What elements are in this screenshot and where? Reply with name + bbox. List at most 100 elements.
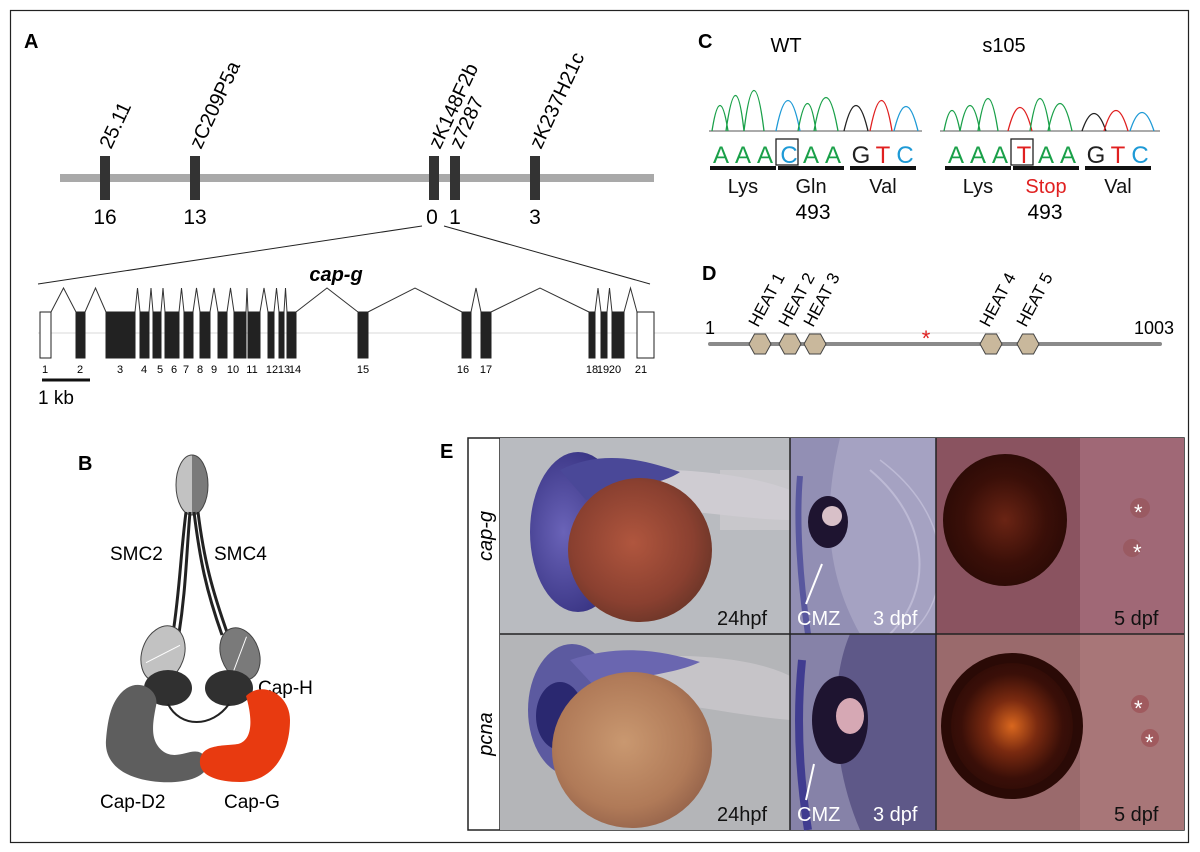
exon-number: 19: [597, 364, 609, 376]
exon-number: 4: [141, 364, 147, 376]
exon-number: 13: [278, 364, 290, 376]
exon-number: 2: [77, 364, 83, 376]
exon-number: 7: [183, 364, 189, 376]
exon-number: 1: [42, 364, 48, 376]
panel-b: B SMC2 SMC4 Cap-H Cap-D2 C: [78, 453, 313, 813]
stage-label-24hpf-pcna: 24hpf: [717, 804, 767, 826]
intron: [283, 287, 288, 313]
s105-mutation-box: [1010, 138, 1034, 166]
intron: [295, 287, 359, 313]
cap-d2-label: Cap-D2: [100, 792, 165, 813]
sequence-base: A: [970, 142, 986, 169]
exon-box: [267, 311, 275, 359]
panel-c-label: C: [698, 31, 712, 53]
smc2-coil-b: [176, 511, 192, 641]
smc4-coil: [192, 511, 224, 636]
panel-e: E cap-g pcna 24hpf CMZ 3 dpf: [440, 437, 1185, 831]
smc2-label: SMC2: [110, 544, 163, 565]
sequence-base: A: [735, 142, 751, 169]
intron: [470, 287, 482, 313]
sequence-base: G: [1087, 142, 1106, 169]
marker-distance: 3: [529, 206, 541, 229]
exon-box: [199, 311, 211, 359]
zoom-line-left: [37, 225, 423, 285]
cap-h-linker: [167, 703, 230, 723]
sequence-base: C: [896, 142, 913, 169]
exon-number: 21: [635, 364, 647, 376]
exon-box: [611, 311, 625, 359]
image-capg-3dpf: CMZ 3 dpf: [790, 438, 941, 635]
exon-number: 12: [266, 364, 278, 376]
marker-label: zC209P5a: [186, 57, 246, 152]
exon-number: 9: [211, 364, 217, 376]
asterisk-capg-2: *: [1133, 540, 1142, 565]
stage-label-5dpf-pcna: 5 dpf: [1114, 804, 1159, 826]
intron: [178, 287, 185, 313]
sequence-base: A: [948, 142, 964, 169]
protein-bar: [708, 342, 1162, 346]
exon-box: [217, 311, 228, 359]
heat-domain-hexagon: [748, 333, 772, 355]
exon-number: 16: [457, 364, 469, 376]
intron: [245, 287, 249, 313]
panel-e-label: E: [440, 441, 453, 463]
exon-number: 15: [357, 364, 369, 376]
sequence-base: A: [757, 142, 773, 169]
chromosome-bar: [60, 174, 654, 182]
sequence-base: C: [780, 142, 797, 169]
exon-number: 18: [586, 364, 598, 376]
exon-box: [247, 311, 261, 359]
cap-h-right: [205, 670, 253, 706]
asterisk-pcna-1: *: [1134, 696, 1143, 721]
exon-box: [170, 311, 180, 359]
exon-box: [233, 311, 247, 359]
exon-number: 8: [197, 364, 203, 376]
marker-tick: [530, 156, 540, 200]
marker-label: zK237H21c: [526, 49, 590, 152]
stage-label-5dpf-capg: 5 dpf: [1114, 608, 1159, 630]
exon-box: [636, 311, 655, 359]
image-pcna-24hpf: 24hpf: [500, 634, 790, 830]
panel-d-label: D: [702, 263, 716, 285]
intron: [490, 287, 590, 313]
codon-label: Gln: [795, 176, 826, 198]
exon-box: [152, 311, 162, 359]
sequence-base: T: [1111, 142, 1126, 169]
smc-hinge: [175, 454, 209, 516]
wt-position: 493: [795, 201, 830, 224]
heat-domain-hexagon: [803, 333, 827, 355]
intron: [226, 287, 235, 313]
intron: [367, 287, 463, 313]
exon-number: 14: [289, 364, 301, 376]
codon-label: Stop: [1025, 176, 1066, 198]
sequence-base: A: [803, 142, 819, 169]
exon-number: 20: [609, 364, 621, 376]
asterisk-capg-1: *: [1134, 500, 1143, 525]
image-capg-24hpf: 24hpf: [500, 438, 790, 634]
exon-number: 10: [227, 364, 239, 376]
intron: [160, 287, 166, 313]
exon-box: [278, 311, 285, 359]
protein-end: 1003: [1134, 318, 1174, 338]
exon-box: [461, 311, 472, 359]
sequence-base: A: [992, 142, 1008, 169]
exon-box: [39, 311, 52, 359]
cmz-label-pcna: CMZ: [797, 804, 840, 826]
exon-box: [600, 311, 608, 359]
smc2-head: [140, 625, 186, 683]
sequence-base: C: [1131, 142, 1148, 169]
codon-label: Lys: [728, 176, 758, 198]
marker-distance: 13: [183, 206, 206, 229]
codon-label: Lys: [963, 176, 993, 198]
intron: [209, 287, 219, 313]
marker-label: 25.11: [96, 99, 136, 152]
s105-chromatogram: [940, 97, 1160, 132]
intron: [606, 287, 613, 313]
scale-label: 1 kb: [38, 388, 74, 409]
image-capg-5dpf: * * 5 dpf: [936, 438, 1184, 634]
